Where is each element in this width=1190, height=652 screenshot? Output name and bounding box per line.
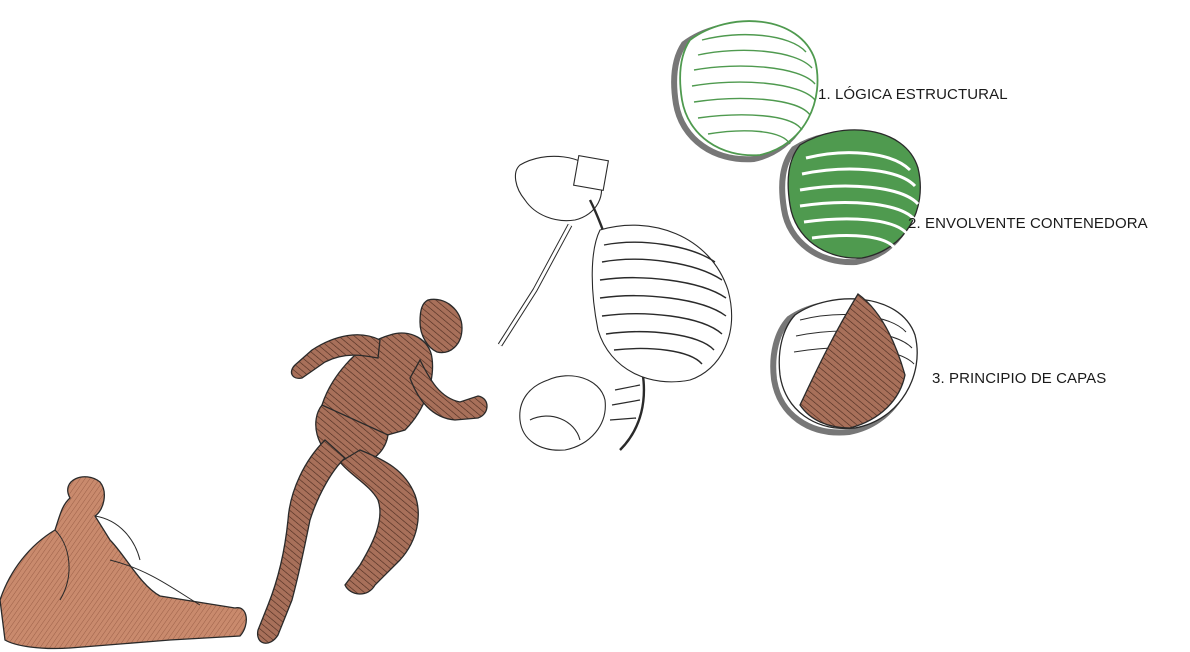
skeleton-figure <box>500 156 732 451</box>
seated-figure <box>0 477 246 649</box>
running-figure <box>258 299 487 643</box>
step-1-label: 1. LÓGICA ESTRUCTURAL <box>818 86 1008 103</box>
step-3-label: 3. PRINCIPIO DE CAPAS <box>932 370 1106 387</box>
step-2-label: 2. ENVOLVENTE CONTENEDORA <box>908 215 1148 232</box>
ribcage-envelope-icon <box>782 130 920 262</box>
ribcage-structural-icon <box>674 21 817 159</box>
ribcage-layers-icon <box>773 294 917 432</box>
